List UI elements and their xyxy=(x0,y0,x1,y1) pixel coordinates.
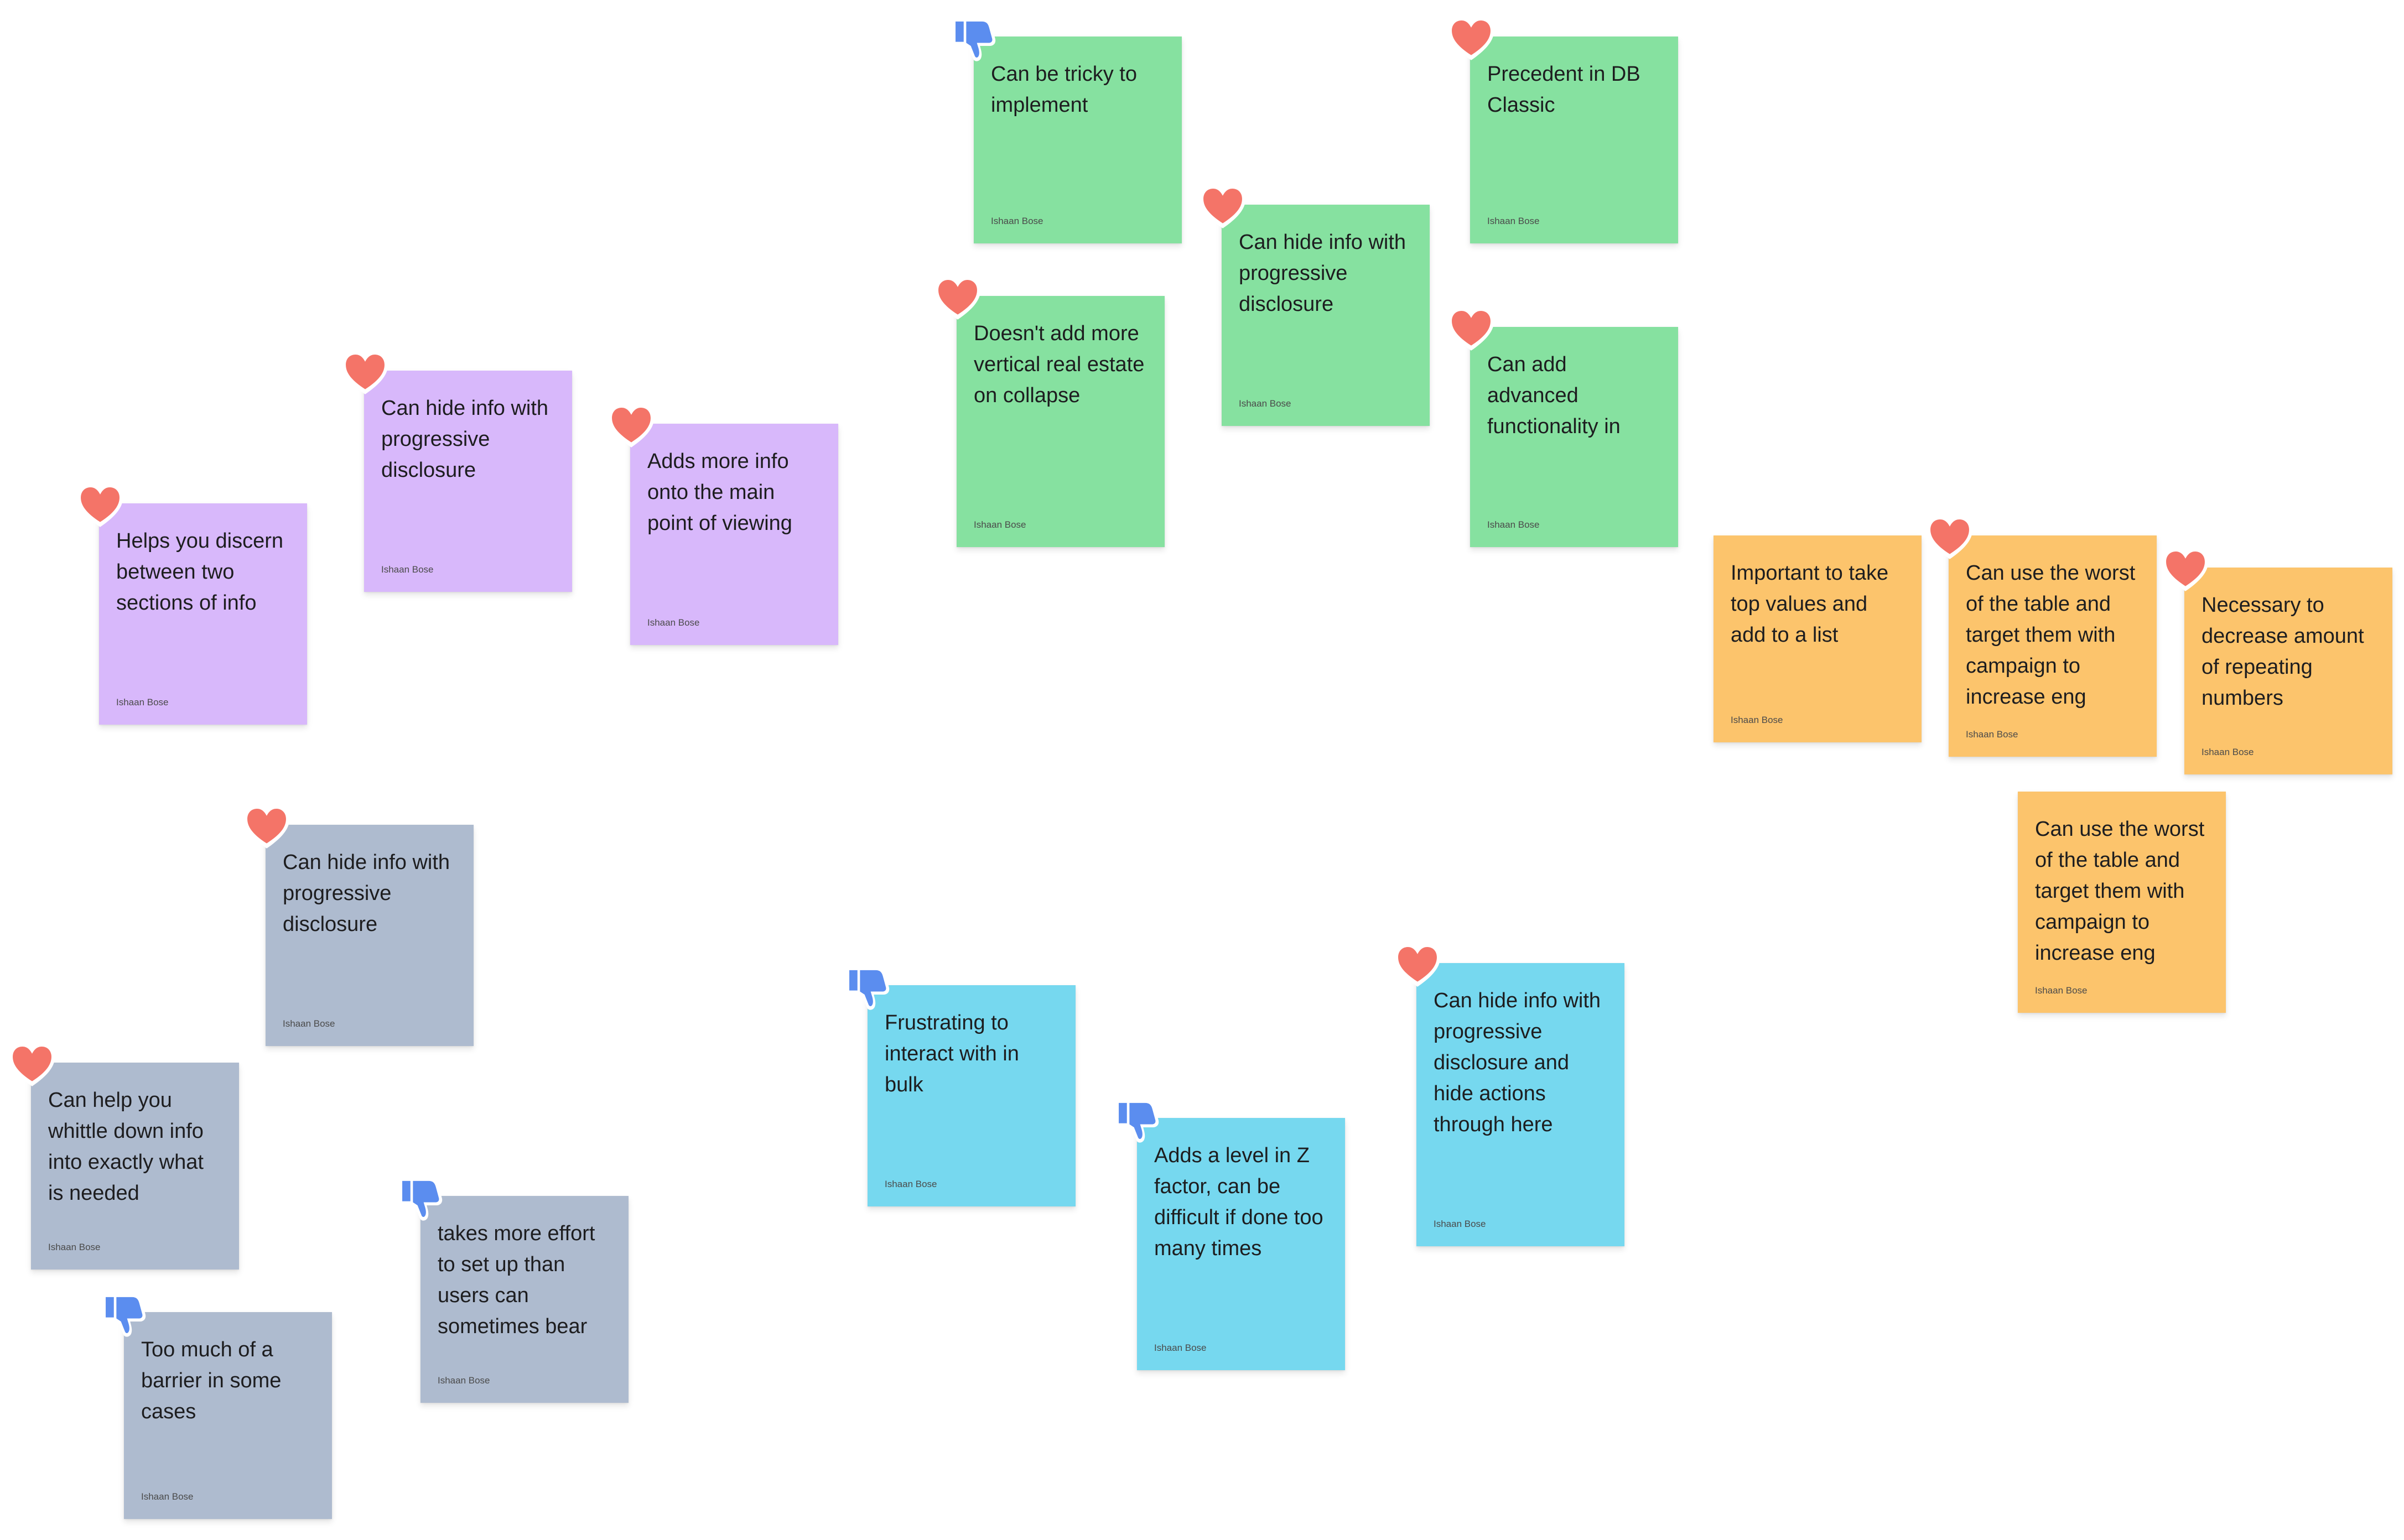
sticky-note-author: Ishaan Bose xyxy=(1487,519,1540,530)
sticky-note-author: Ishaan Bose xyxy=(647,617,700,628)
sticky-note[interactable]: Helps you discern between two sections o… xyxy=(77,483,307,725)
sticky-note-author: Ishaan Bose xyxy=(2201,747,2254,757)
sticky-note[interactable]: Can hide info with progressive disclosur… xyxy=(1394,943,1624,1246)
sticky-note-author: Ishaan Bose xyxy=(974,519,1026,530)
sticky-note-text: Frustrating to interact with in bulk xyxy=(885,1011,1019,1096)
thumbs-down-icon xyxy=(1113,1096,1164,1147)
sticky-note[interactable]: Adds more info onto the main point of vi… xyxy=(608,404,838,645)
sticky-note[interactable]: Too much of a barrier in some cases Isha… xyxy=(102,1294,332,1519)
heart-icon xyxy=(7,1040,58,1091)
sticky-note[interactable]: Can add advanced functionality in Ishaan… xyxy=(1448,307,1678,547)
sticky-note-text: Can add advanced functionality in xyxy=(1487,353,1621,438)
heart-icon xyxy=(1446,14,1497,65)
sticky-note[interactable]: Can hide info with progressive disclosur… xyxy=(342,351,572,592)
heart-icon xyxy=(340,348,391,399)
sticky-note-text: Can hide info with progressive disclosur… xyxy=(381,397,549,482)
sticky-note-author: Ishaan Bose xyxy=(48,1242,101,1252)
sticky-note-author: Ishaan Bose xyxy=(991,216,1043,226)
sticky-note-text: Can use the worst of the table and targe… xyxy=(1966,561,2136,709)
thumbs-down-icon xyxy=(100,1290,150,1341)
sticky-note[interactable]: Adds a level in Z factor, can be difficu… xyxy=(1115,1100,1345,1370)
sticky-note-author: Ishaan Bose xyxy=(1239,398,1291,409)
sticky-note-text: Can hide info with progressive disclosur… xyxy=(283,851,450,936)
sticky-note-text: Too much of a barrier in some cases xyxy=(141,1338,282,1423)
sticky-note-text: Adds more info onto the main point of vi… xyxy=(647,450,792,535)
sticky-note-text: Can be tricky to implement xyxy=(991,63,1137,117)
heart-icon xyxy=(1197,183,1248,233)
sticky-note[interactable]: Important to take top values and add to … xyxy=(1714,535,1922,742)
sticky-note-text: Adds a level in Z factor, can be difficu… xyxy=(1154,1144,1323,1260)
sticky-note-author: Ishaan Bose xyxy=(116,697,169,707)
sticky-note-author: Ishaan Bose xyxy=(438,1375,490,1386)
sticky-note-author: Ishaan Bose xyxy=(1731,715,1783,725)
sticky-note-author: Ishaan Bose xyxy=(1154,1343,1207,1353)
sticky-note-author: Ishaan Bose xyxy=(885,1179,937,1189)
heart-icon xyxy=(75,481,126,532)
heart-icon xyxy=(241,803,292,854)
heart-icon xyxy=(1392,941,1443,992)
sticky-note[interactable]: Necessary to decrease amount of repeatin… xyxy=(2162,548,2392,774)
sticky-note[interactable]: Frustrating to interact with in bulk Ish… xyxy=(846,967,1076,1206)
sticky-note-author: Ishaan Bose xyxy=(1487,216,1540,226)
sticky-note[interactable]: Can be tricky to implement Ishaan Bose xyxy=(952,18,1182,243)
heart-icon xyxy=(2160,545,2211,596)
sticky-note[interactable]: Can use the worst of the table and targe… xyxy=(2018,792,2226,1013)
sticky-note-text: Can hide info with progressive disclosur… xyxy=(1239,231,1406,316)
sticky-note[interactable]: takes more effort to set up than users c… xyxy=(399,1178,629,1403)
sticky-note-text: Can hide info with progressive disclosur… xyxy=(1434,989,1601,1136)
thumbs-down-icon xyxy=(843,963,894,1014)
sticky-note-author: Ishaan Bose xyxy=(283,1018,335,1029)
heart-icon xyxy=(606,402,657,452)
sticky-note[interactable]: Can hide info with progressive disclosur… xyxy=(243,805,474,1046)
sticky-note-author: Ishaan Bose xyxy=(1434,1219,1486,1229)
sticky-note[interactable]: Doesn't add more vertical real estate on… xyxy=(934,276,1165,547)
thumbs-down-icon xyxy=(949,14,1000,65)
sticky-note[interactable]: Can help you whittle down info into exac… xyxy=(9,1043,239,1270)
heart-icon xyxy=(1446,305,1497,356)
sticky-note[interactable]: Can hide info with progressive disclosur… xyxy=(1200,185,1430,426)
sticky-note-text: takes more effort to set up than users c… xyxy=(438,1222,595,1338)
heart-icon xyxy=(932,274,983,325)
sticky-note-author: Ishaan Bose xyxy=(2035,985,2088,996)
sticky-note-author: Ishaan Bose xyxy=(141,1491,194,1502)
sticky-note-author: Ishaan Bose xyxy=(381,564,434,575)
sticky-note-author: Ishaan Bose xyxy=(1966,729,2018,740)
sticky-note-text: Doesn't add more vertical real estate on… xyxy=(974,322,1145,407)
sticky-note-text: Can use the worst of the table and targe… xyxy=(2035,818,2205,965)
sticky-note-text: Precedent in DB Classic xyxy=(1487,63,1640,117)
sticky-note-text: Important to take top values and add to … xyxy=(1731,561,1889,647)
sticky-note-text: Necessary to decrease amount of repeatin… xyxy=(2201,594,2364,710)
sticky-note-text: Can help you whittle down info into exac… xyxy=(48,1089,204,1205)
sticky-note[interactable]: Can use the worst of the table and targe… xyxy=(1927,516,2157,757)
sticky-note-text: Helps you discern between two sections o… xyxy=(116,529,284,615)
heart-icon xyxy=(1924,513,1975,564)
thumbs-down-icon xyxy=(396,1174,447,1225)
sticky-note[interactable]: Precedent in DB Classic Ishaan Bose xyxy=(1448,17,1678,243)
